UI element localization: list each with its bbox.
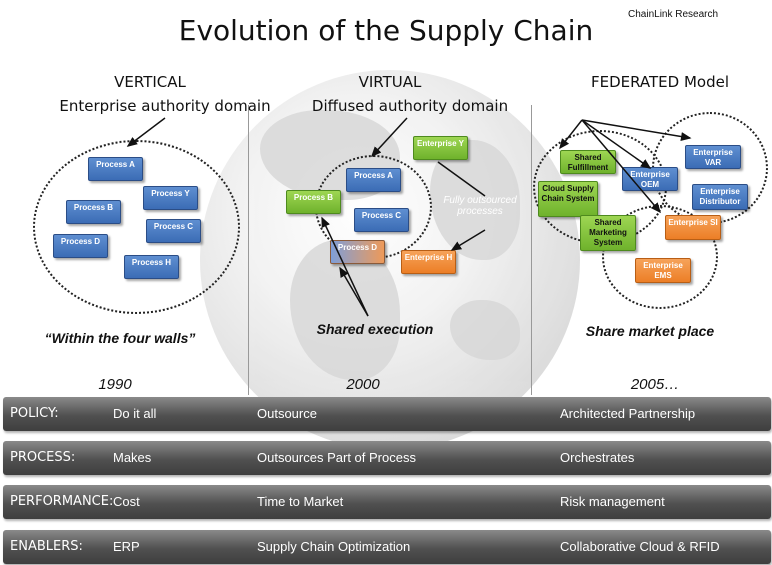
column-divider [531,105,532,395]
enterprise-box: Enterprise Distributor [692,184,748,210]
process-box: Process B [286,190,341,214]
virtual-subheading: Diffused authority domain [311,97,509,115]
globe-land-shape [430,140,520,260]
year-label: 1990 [98,376,132,393]
row-value-2005: Architected Partnership [560,406,696,421]
enterprise-box: Enterprise Y [413,136,468,160]
process-row: PROCESS: Makes Outsources Part of Proces… [3,441,771,475]
process-box: Process D [53,234,108,258]
globe-land-shape [450,300,520,360]
performance-row: PERFORMANCE: Cost Time to Market Risk ma… [3,485,771,519]
row-value-2005: Collaborative Cloud & RFID [560,539,720,554]
outsourced-note: Fully outsourced processes [443,195,517,217]
page-title: Evolution of the Supply Chain [178,14,594,47]
enterprise-box: Enterprise SI [665,215,721,240]
row-value-1990: ERP [113,539,140,554]
row-label: PERFORMANCE: [10,494,114,509]
virtual-heading: VIRTUAL [358,73,422,91]
enterprise-box: Enterprise H [401,250,456,274]
row-value-2005: Orchestrates [560,450,635,465]
process-box: Process A [88,157,143,181]
process-box: Process D [330,240,385,264]
federated-caption: Share market place [585,323,715,339]
row-value-2000: Outsource [257,406,317,421]
year-label: 2000 [346,376,380,393]
vertical-heading: VERTICAL [114,73,186,91]
credit-label: ChainLink Research [628,9,719,20]
row-value-1990: Makes [113,450,152,465]
row-label: ENABLERS: [10,539,83,554]
policy-row: POLICY: Do it all Outsource Architected … [3,397,771,431]
row-value-2000: Time to Market [257,494,344,509]
enterprise-box: Enterprise EMS [635,258,691,283]
row-value-2000: Supply Chain Optimization [257,539,411,554]
enterprise-box: Enterprise VAR [685,145,741,169]
row-value-2000: Outsources Part of Process [257,450,416,465]
shared-box: Shared Fulfillment [560,150,616,174]
row-value-1990: Cost [113,494,140,509]
virtual-caption: Shared execution [316,321,434,337]
vertical-caption: “Within the four walls” [44,330,196,346]
year-label: 2005… [630,376,680,393]
process-box: Process Y [143,186,198,210]
process-box: Process B [66,200,121,224]
process-box: Process A [346,168,401,192]
enablers-row: ENABLERS: ERP Supply Chain Optimization … [3,530,771,564]
vertical-subheading: Enterprise authority domain [59,97,271,115]
row-label: POLICY: [10,406,59,421]
row-value-2005: Risk management [560,494,665,509]
shared-box: Cloud Supply Chain System [538,181,598,217]
shared-box: Shared Marketing System [580,215,636,251]
row-label: PROCESS: [10,450,76,465]
row-value-1990: Do it all [113,406,157,421]
column-divider [248,105,249,395]
process-box: Process H [124,255,179,279]
process-box: Process C [146,219,201,243]
process-box: Process C [354,208,409,232]
federated-heading: FEDERATED Model [590,73,730,91]
